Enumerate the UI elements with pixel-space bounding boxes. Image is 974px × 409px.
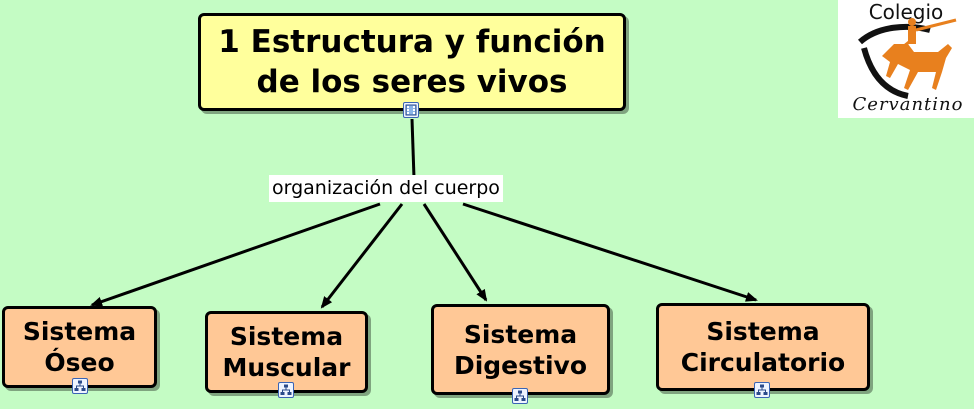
concept-map-resource-icon[interactable] [754, 382, 770, 398]
concept-node-sistema-muscular[interactable]: Sistema Muscular [205, 311, 368, 393]
root-concept-line-2: de los seres vivos [256, 64, 568, 100]
arrow-to-muscular [320, 203, 404, 309]
concept-map-resource-icon[interactable] [72, 378, 88, 394]
concept-line-1: Sistema [229, 322, 344, 351]
concept-line-1: Sistema [706, 317, 820, 346]
colegio-cervantino-logo: Colegio Cervantino [838, 0, 974, 118]
concept-map-resource-icon[interactable] [278, 382, 294, 398]
logo-text-cervantino: Cervantino [852, 94, 964, 115]
root-concept-line-1: 1 Estructura y función [218, 24, 606, 60]
arrow-to-circulatorio [462, 202, 758, 302]
concept-node-sistema-digestivo[interactable]: Sistema Digestivo [431, 304, 610, 395]
concept-node-sistema-circulatorio[interactable]: Sistema Circulatorio [656, 303, 870, 391]
concept-node-sistema-oseo[interactable]: Sistema Óseo [2, 306, 157, 388]
arrow-to-oseo [90, 202, 381, 307]
arrow-to-digestivo [422, 203, 488, 302]
root-to-label-line [410, 118, 416, 179]
linking-phrase-label: organización del cuerpo [269, 175, 503, 202]
concept-line-1: Sistema [463, 319, 578, 349]
horse-rider-logo-icon [858, 18, 957, 99]
concept-map-resource-icon[interactable] [512, 388, 528, 404]
logo-text-colegio: Colegio [868, 0, 944, 24]
concept-line-2: Digestivo [453, 350, 588, 380]
film-resource-icon[interactable] [403, 102, 419, 118]
concept-line-1: Sistema [22, 317, 137, 346]
concept-line-2: Muscular [222, 353, 351, 382]
root-concept-node[interactable]: 1 Estructura y función de los seres vivo… [198, 13, 626, 111]
concept-line-2: Óseo [44, 348, 115, 377]
concept-line-2: Circulatorio [680, 348, 846, 377]
